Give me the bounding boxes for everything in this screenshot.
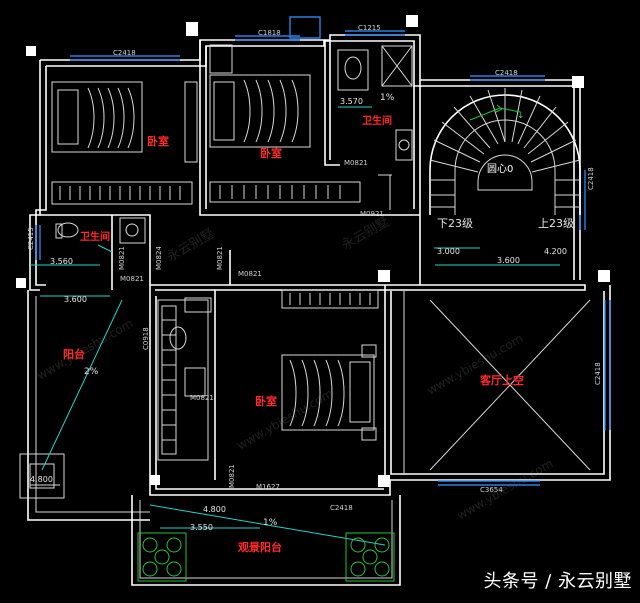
room-label-bathroom-1: 卫生间 bbox=[362, 114, 392, 127]
door-tag-m0821-left: M0821 bbox=[120, 275, 144, 283]
view-balcony bbox=[131, 495, 401, 586]
room-label-bathroom-2: 卫生间 bbox=[80, 230, 110, 243]
door-tag-m0821-closet: M0821 bbox=[190, 394, 214, 402]
stair-center-label: 圆心0 bbox=[487, 163, 513, 175]
room-label-bedroom-1: 卧室 bbox=[147, 134, 169, 148]
elevation-3000: 3.000 bbox=[437, 247, 460, 256]
watermark-brand-1: 永云别墅 bbox=[165, 226, 218, 265]
planter-left bbox=[137, 532, 187, 582]
bedroom-2-furniture bbox=[209, 44, 361, 203]
window-tag-c3654: C3654 bbox=[480, 486, 503, 494]
leader-lines bbox=[30, 106, 560, 529]
master-bedroom-furniture bbox=[281, 289, 379, 441]
svg-text:↓: ↓ bbox=[517, 111, 525, 121]
window-tag-c0918: C0918 bbox=[142, 327, 150, 350]
elevation-3570: 3.570 bbox=[340, 97, 363, 106]
living-void-diagonals bbox=[403, 290, 591, 475]
window-tag-c1818: C1818 bbox=[258, 29, 281, 37]
window-tag-c2418-b: C2418 bbox=[495, 69, 518, 77]
room-label-living-void: 客厅上空 bbox=[479, 373, 524, 387]
bedroom-1-furniture bbox=[51, 81, 198, 205]
elevation-4200: 4.200 bbox=[544, 247, 567, 256]
window-tag-c2418-a: C2418 bbox=[113, 49, 136, 57]
spiral-stair: ↓ bbox=[429, 88, 581, 215]
elevation-3600-mid: 3.600 bbox=[497, 256, 520, 265]
stair-up-label: 上23级 bbox=[538, 217, 574, 230]
left-balcony bbox=[19, 290, 150, 521]
door-tag-m0921: M0921 bbox=[360, 210, 384, 218]
watermark-brand-2: 永云别墅 bbox=[340, 214, 393, 253]
door-tag-m0821-mid: M0821 bbox=[238, 270, 262, 278]
window-tag-c2418-e: C2418 bbox=[330, 504, 353, 512]
stair-down-label: 下23级 bbox=[437, 217, 473, 230]
door-tag-m0821-bottom: M0821 bbox=[228, 464, 236, 488]
room-label-view-balcony: 观景阳台 bbox=[238, 540, 282, 554]
columns bbox=[16, 15, 610, 487]
window-tag-c2418-d: C2418 bbox=[594, 362, 602, 385]
watermark-url-4: www.ybieshu.com bbox=[455, 456, 556, 522]
window-tag-c2415: C2415 bbox=[27, 227, 35, 250]
source-credit: 头条号 / 永云别墅 bbox=[483, 571, 632, 592]
planter-right bbox=[345, 532, 395, 582]
window-tag-c2418-c: C2418 bbox=[587, 167, 595, 190]
slope-1: 1% bbox=[380, 93, 395, 103]
elevation-4800: 4.800 bbox=[30, 475, 53, 484]
walk-in-closet bbox=[157, 297, 212, 461]
watermark-url-3: www.ybieshu.com bbox=[425, 331, 526, 397]
slope-3: 2% bbox=[84, 367, 99, 377]
room-label-master-bedroom: 卧室 bbox=[255, 394, 277, 408]
windows bbox=[35, 16, 611, 486]
elevation-3600-left: 3.600 bbox=[64, 295, 87, 304]
elevation-3550: 3.550 bbox=[190, 523, 213, 532]
door-tag-m1627: M1627 bbox=[256, 483, 280, 491]
door-tag-m0821-vertical: M0821 bbox=[216, 246, 224, 270]
elevation-3560: 3.560 bbox=[50, 257, 73, 266]
interior-walls bbox=[40, 40, 421, 480]
bathroom-1-fixtures bbox=[337, 45, 413, 161]
door-tag-m0824: M0824 bbox=[155, 246, 163, 270]
slope-2: 1% bbox=[263, 518, 278, 528]
window-tag-c1215: C1215 bbox=[358, 24, 381, 32]
door-tag-m0821-bath: M0821 bbox=[118, 246, 126, 270]
room-label-bedroom-2: 卧室 bbox=[260, 146, 282, 160]
bathroom-2-fixtures bbox=[55, 217, 146, 253]
door-tag-m0821-top: M0821 bbox=[344, 159, 368, 167]
elevation-4800-b: 4.800 bbox=[203, 505, 226, 514]
room-label-balcony: 阳台 bbox=[63, 347, 85, 361]
